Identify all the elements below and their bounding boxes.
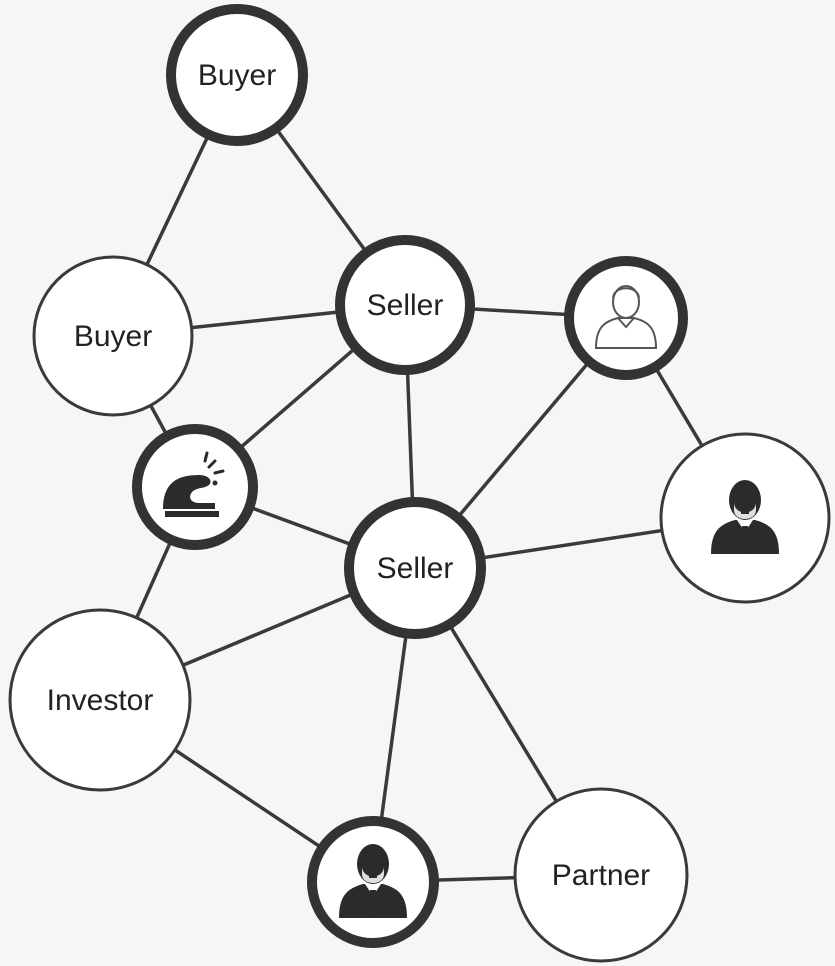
node-circle — [513, 787, 689, 963]
node-seller-top: Seller — [335, 235, 475, 375]
person-outline-icon — [594, 285, 658, 349]
node-label: Buyer — [74, 320, 152, 353]
node-circle — [32, 255, 194, 417]
node-label: Buyer — [198, 59, 276, 92]
node-label: Seller — [367, 289, 444, 322]
node-circle — [335, 235, 475, 375]
node-label: Seller — [377, 552, 454, 585]
node-circle — [344, 497, 486, 639]
businessman-icon — [711, 480, 779, 554]
node-circle — [166, 4, 308, 146]
node-buyer-left: Buyer — [32, 255, 194, 417]
node-buyer-top: Buyer — [166, 4, 308, 146]
node-investor: Investor — [8, 608, 192, 792]
ringing-phone-icon — [163, 451, 225, 517]
node-person-outline — [564, 256, 688, 380]
node-label: Partner — [552, 859, 650, 892]
node-circle — [8, 608, 192, 792]
node-partner: Partner — [513, 787, 689, 963]
node-businessman-right — [659, 432, 831, 604]
node-label: Investor — [47, 684, 154, 717]
node-phone-node — [132, 424, 258, 550]
node-seller-center: Seller — [344, 497, 486, 639]
node-businessman-bottom — [307, 816, 439, 948]
businessman-icon — [339, 844, 407, 918]
